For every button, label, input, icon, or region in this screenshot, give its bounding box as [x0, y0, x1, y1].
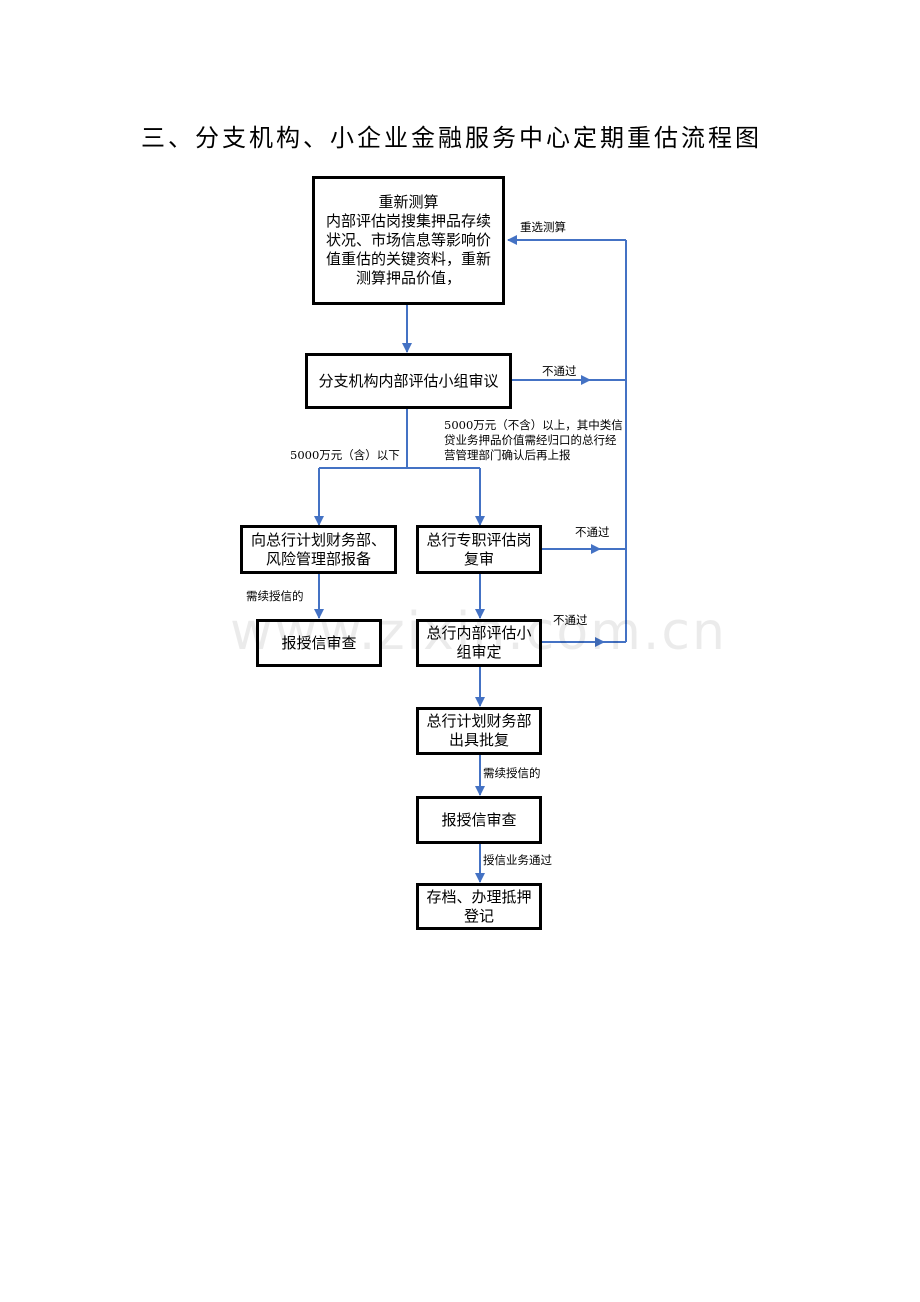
box-remeasure: 重新测算 内部评估岗搜集押品存续 状况、市场信息等影响价 值重估的关键资料，重新…	[312, 176, 505, 305]
label-reselect: 重选测算	[520, 220, 566, 234]
box-specialist-line2: 复审	[463, 549, 494, 568]
box-credit-review-left-text: 报授信审查	[281, 633, 357, 652]
box-approval-line2: 出具批复	[448, 731, 509, 749]
box-remeasure-line2: 内部评估岗搜集押品存续	[325, 212, 491, 230]
label-under-5000: 5000万元（含）以下	[290, 448, 400, 462]
label-fail-branch: 不通过	[542, 364, 577, 378]
box-hq-specialist: 总行专职评估岗 复审	[416, 525, 542, 574]
box-archive: 存档、办理抵押 登记	[416, 883, 542, 930]
box-credit-review-right: 报授信审查	[416, 796, 542, 844]
label-over-5000-line1: 5000万元（不含）以上，其中类信	[444, 418, 623, 432]
label-over-5000-line2: 贷业务押品价值需经归口的总行经	[444, 433, 617, 447]
box-report-line2: 风险管理部报备	[265, 549, 371, 568]
label-need-credit-left: 需续授信的	[246, 589, 304, 603]
label-over-5000-line3: 营管理部门确认后再上报	[444, 448, 571, 462]
watermark: www.zixin.com.cn	[230, 602, 727, 662]
box-credit-review-left: 报授信审查	[256, 619, 382, 667]
label-credit-passed: 授信业务通过	[483, 853, 552, 867]
box-branch-review: 分支机构内部评估小组审议	[305, 353, 512, 409]
box-remeasure-line5: 测算押品价值，	[355, 269, 461, 287]
box-approval-line1: 总行计划财务部	[426, 712, 532, 730]
label-fail-specialist: 不通过	[575, 525, 610, 539]
box-hq-group: 总行内部评估小 组审定	[416, 619, 542, 667]
box-branch-review-text: 分支机构内部评估小组审议	[318, 371, 499, 390]
box-archive-line2: 登记	[463, 906, 494, 925]
box-archive-line1: 存档、办理抵押	[426, 887, 532, 906]
box-remeasure-line3: 状况、市场信息等影响价	[325, 231, 491, 249]
box-specialist-line1: 总行专职评估岗	[426, 530, 532, 549]
box-credit-review-right-text: 报授信审查	[441, 810, 517, 829]
box-report-hq-finance: 向总行计划财务部、 风险管理部报备	[240, 525, 397, 574]
box-group-line2: 组审定	[456, 643, 502, 661]
box-remeasure-line4: 值重估的关键资料，重新	[325, 250, 491, 268]
label-fail-group: 不通过	[553, 613, 588, 627]
box-group-line1: 总行内部评估小	[426, 624, 532, 642]
label-need-credit-right: 需续授信的	[483, 766, 541, 780]
page-title: 三、分支机构、小企业金融服务中心定期重估流程图	[141, 124, 762, 152]
box-hq-finance-approval: 总行计划财务部 出具批复	[416, 707, 542, 755]
box-report-line1: 向总行计划财务部、	[250, 530, 386, 549]
box-remeasure-line1: 重新测算	[378, 193, 439, 211]
